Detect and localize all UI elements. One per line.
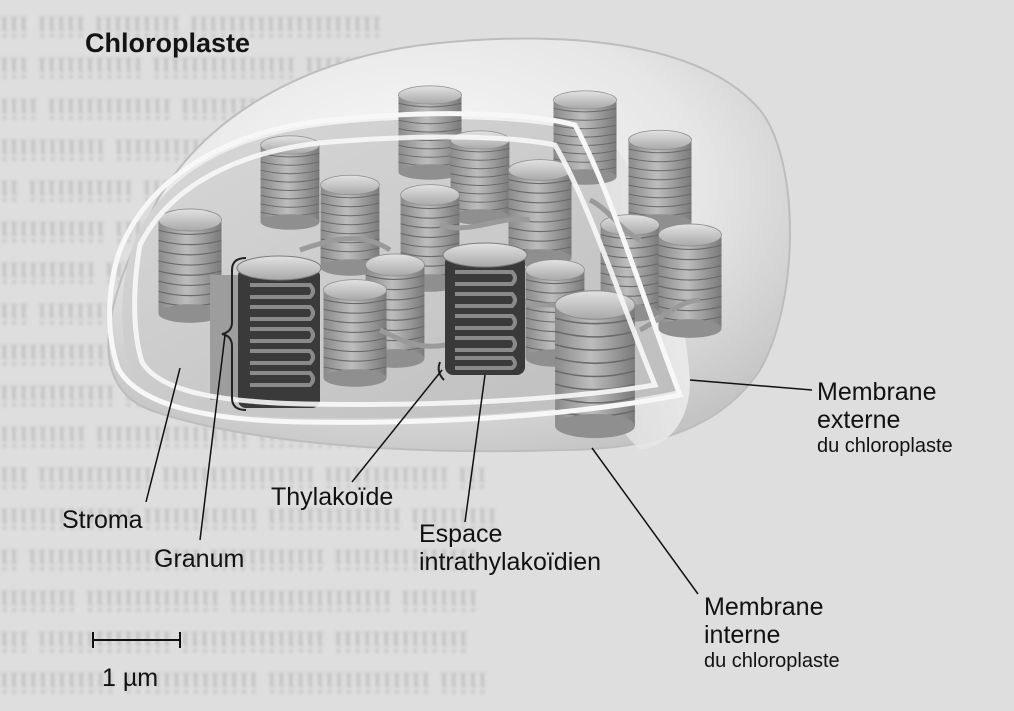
label-membrane-interne-line3: du chloroplaste bbox=[704, 649, 840, 673]
scale-bar-label: 1 µm bbox=[102, 664, 158, 692]
label-espace-line2: intrathylakoïdien bbox=[419, 548, 601, 576]
label-membrane-externe-line2: externe bbox=[817, 406, 953, 434]
label-membrane-externe-line1: Membrane bbox=[817, 378, 953, 406]
label-granum: Granum bbox=[154, 545, 244, 573]
label-thylakoide: Thylakoïde bbox=[271, 483, 393, 511]
label-stroma: Stroma bbox=[62, 506, 143, 534]
label-membrane-externe-line3: du chloroplaste bbox=[817, 434, 953, 458]
label-membrane-interne: Membrane interne du chloroplaste bbox=[704, 593, 840, 673]
figure-title: Chloroplaste bbox=[85, 28, 250, 59]
label-membrane-externe: Membrane externe du chloroplaste bbox=[817, 378, 953, 458]
label-membrane-interne-line2: interne bbox=[704, 621, 840, 649]
scale-bar bbox=[93, 632, 180, 648]
label-espace-intrathylakoidien: Espace intrathylakoïdien bbox=[419, 520, 601, 576]
label-espace-line1: Espace bbox=[419, 520, 601, 548]
sectioned-granum-middle bbox=[443, 243, 527, 375]
label-membrane-interne-line1: Membrane bbox=[704, 593, 840, 621]
